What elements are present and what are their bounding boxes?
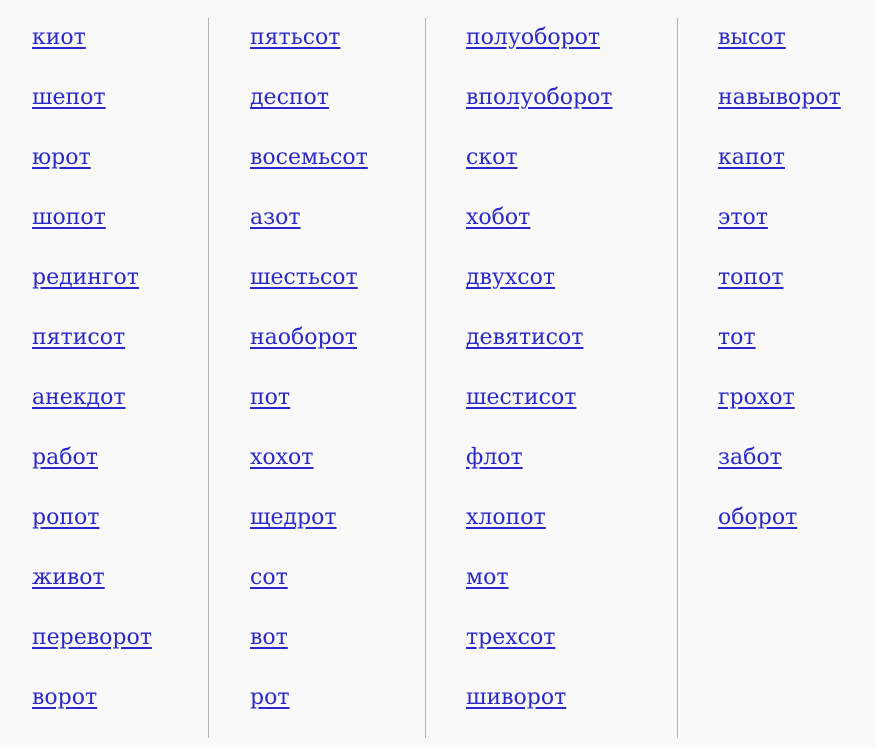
word-link[interactable]: флот	[466, 445, 523, 470]
word-link[interactable]: деспот	[250, 85, 329, 110]
word-link[interactable]: анекдот	[32, 385, 126, 410]
word-link[interactable]: мот	[466, 565, 509, 590]
word-link[interactable]: редингот	[32, 265, 139, 290]
word-link[interactable]: тот	[718, 325, 756, 350]
column-divider	[208, 18, 209, 738]
word-link[interactable]: восемьсот	[250, 145, 368, 170]
word-link[interactable]: трехсот	[466, 625, 556, 650]
word-link[interactable]: щедрот	[250, 505, 337, 530]
word-link[interactable]: шопот	[32, 205, 106, 230]
column-divider	[677, 18, 678, 738]
word-link[interactable]: азот	[250, 205, 301, 230]
word-link[interactable]: хобот	[466, 205, 531, 230]
word-link[interactable]: шепот	[32, 85, 106, 110]
word-link[interactable]: шестисот	[466, 385, 577, 410]
column-divider	[425, 18, 426, 738]
word-link[interactable]: грохот	[718, 385, 795, 410]
word-link[interactable]: вот	[250, 625, 288, 650]
word-link[interactable]: переворот	[32, 625, 152, 650]
word-link[interactable]: высот	[718, 25, 786, 50]
word-link[interactable]: пятисот	[32, 325, 126, 350]
word-link[interactable]: пот	[250, 385, 291, 410]
word-link[interactable]: хохот	[250, 445, 314, 470]
word-link[interactable]: топот	[718, 265, 784, 290]
word-link[interactable]: хлопот	[466, 505, 546, 530]
word-link[interactable]: пятьсот	[250, 25, 341, 50]
word-link[interactable]: юрот	[32, 145, 91, 170]
word-link[interactable]: наоборот	[250, 325, 358, 350]
word-link[interactable]: двухсот	[466, 265, 556, 290]
word-link[interactable]: навыворот	[718, 85, 841, 110]
word-link[interactable]: сот	[250, 565, 288, 590]
word-link[interactable]: скот	[466, 145, 518, 170]
word-link[interactable]: этот	[718, 205, 768, 230]
word-link[interactable]: шиворот	[466, 685, 567, 710]
word-link[interactable]: ворот	[32, 685, 98, 710]
word-link[interactable]: забот	[718, 445, 782, 470]
word-link[interactable]: капот	[718, 145, 785, 170]
word-link[interactable]: девятисот	[466, 325, 584, 350]
word-link[interactable]: полуоборот	[466, 25, 601, 50]
word-link[interactable]: рот	[250, 685, 290, 710]
word-link[interactable]: оборот	[718, 505, 798, 530]
word-link[interactable]: вполуоборот	[466, 85, 613, 110]
word-link[interactable]: работ	[32, 445, 98, 470]
word-link[interactable]: ропот	[32, 505, 100, 530]
word-link[interactable]: шестьсот	[250, 265, 358, 290]
word-link[interactable]: живот	[32, 565, 105, 590]
word-link[interactable]: киот	[32, 25, 86, 50]
